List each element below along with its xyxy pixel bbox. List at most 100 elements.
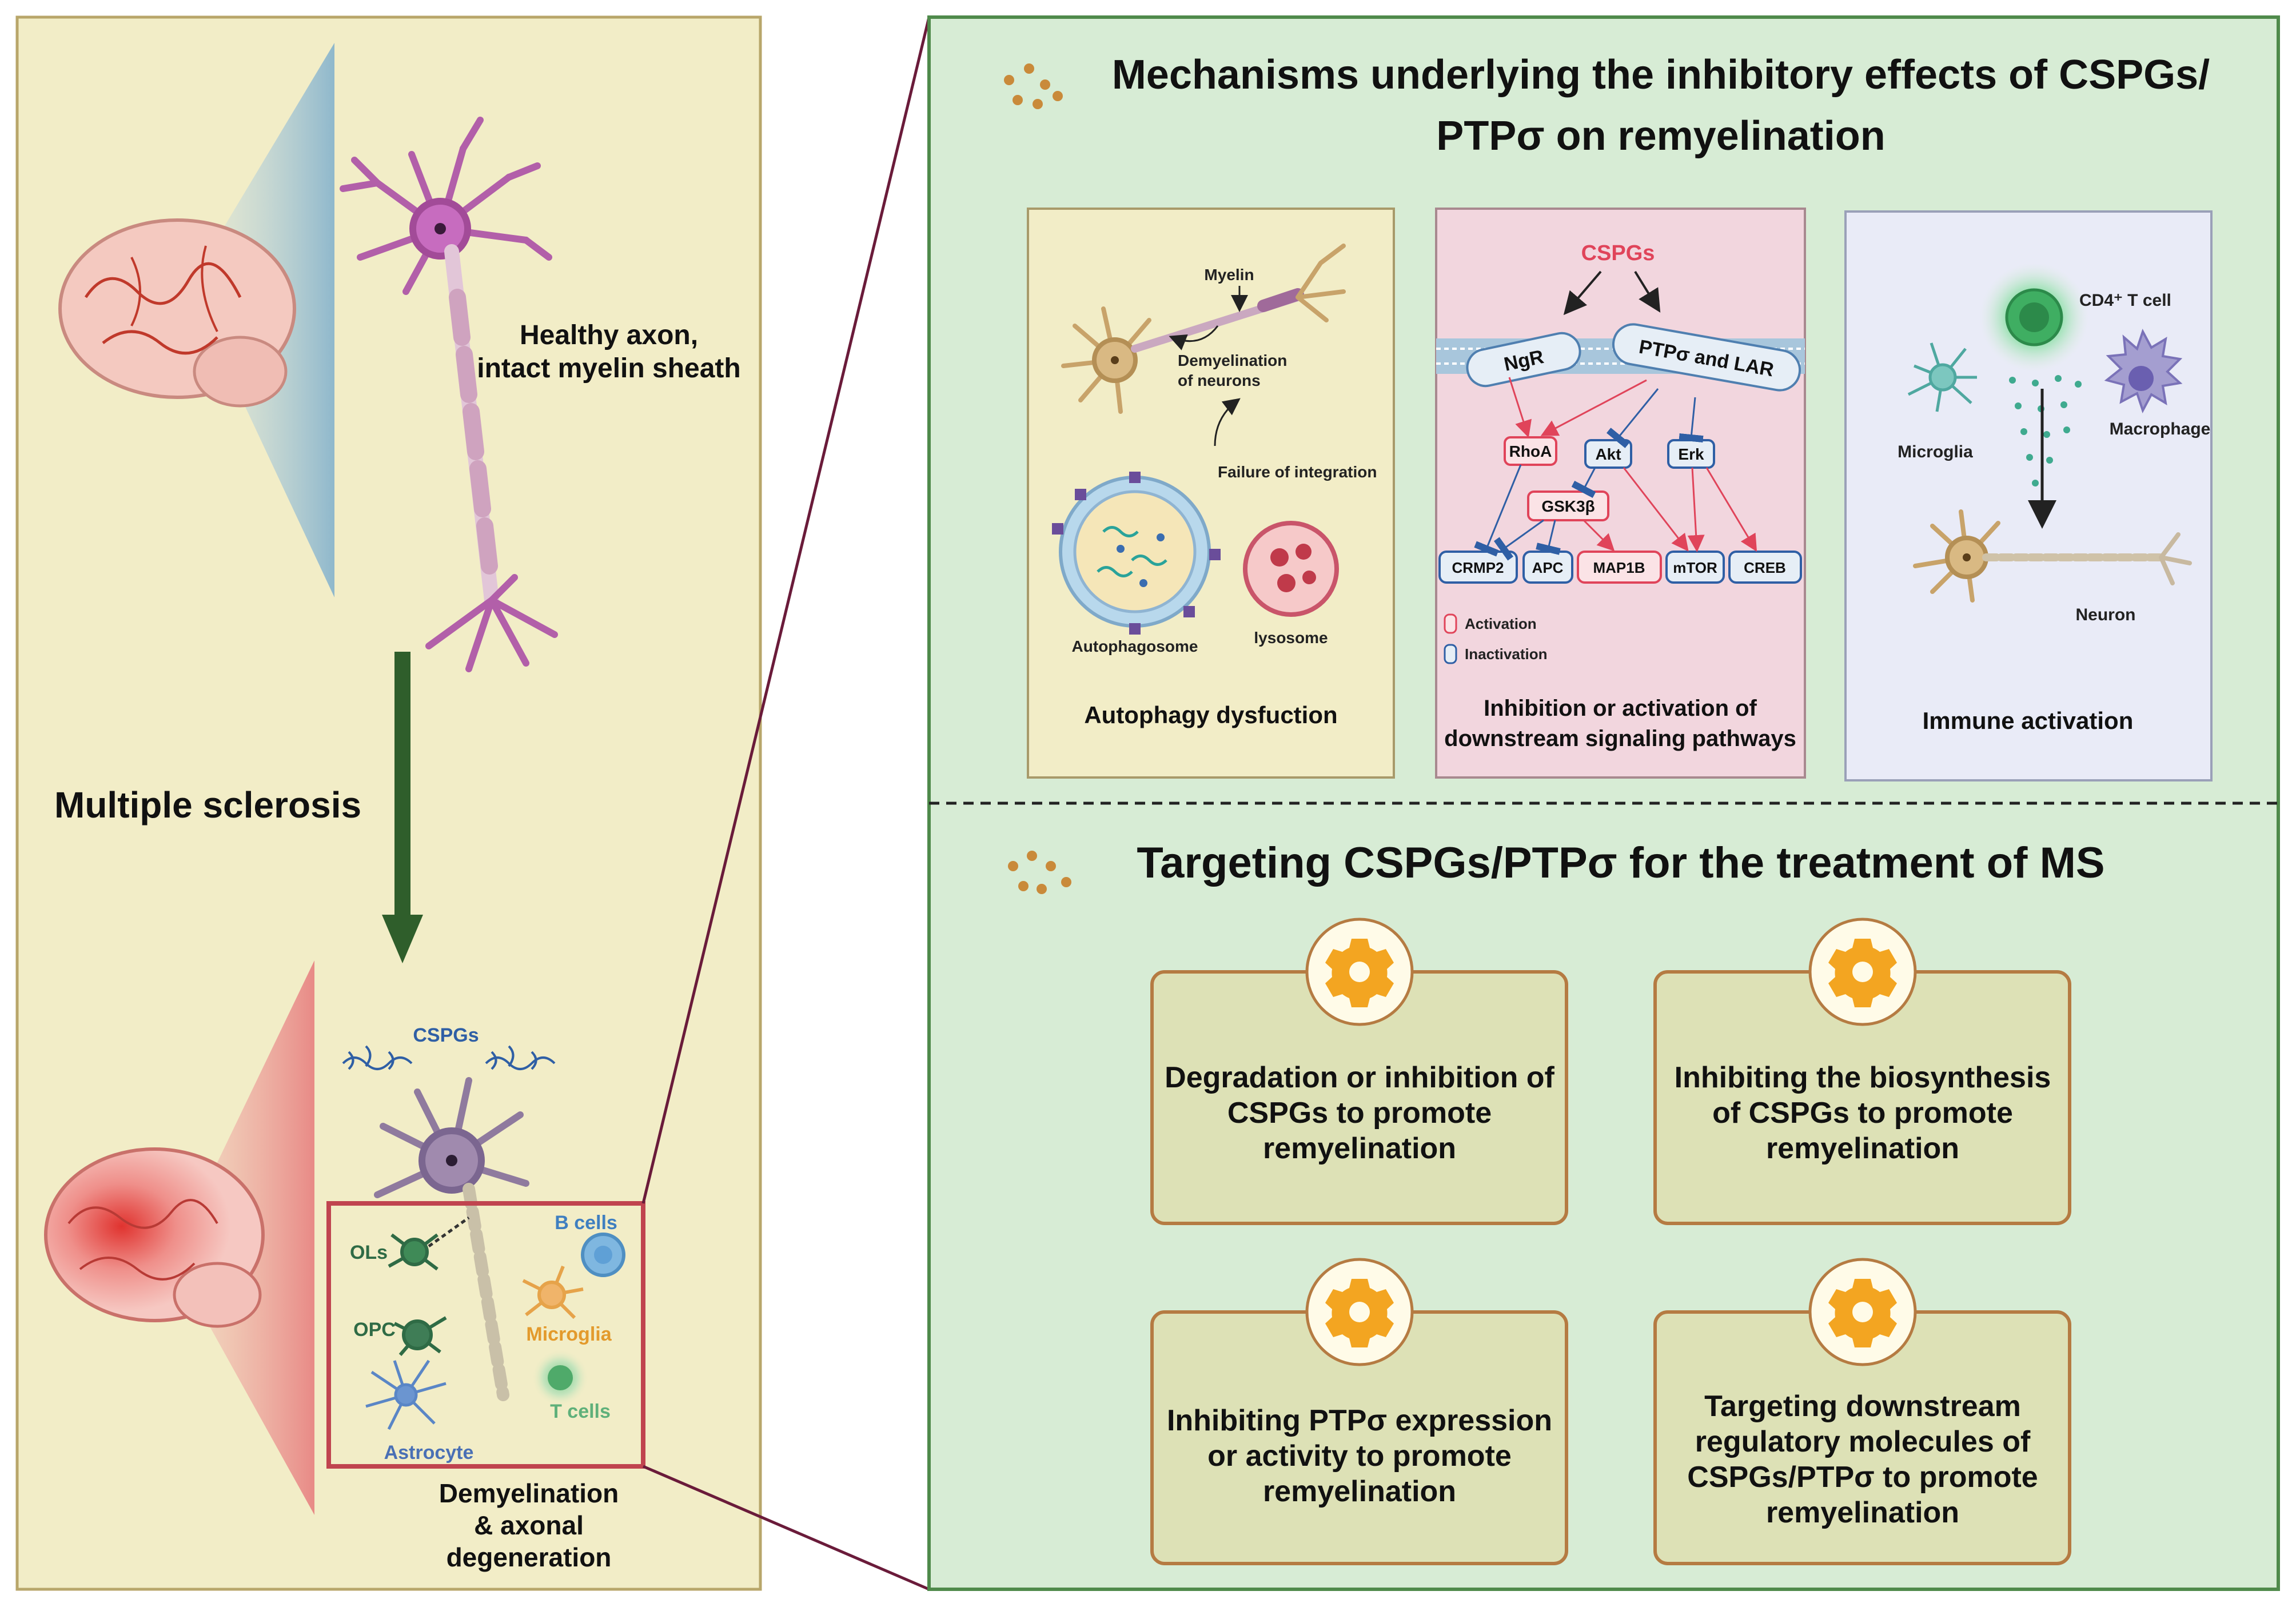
failure-arrow bbox=[1214, 398, 1241, 446]
gsk3b-label: GSK3β bbox=[1541, 497, 1595, 515]
card4-line2: regulatory molecules of bbox=[1695, 1425, 2031, 1458]
zoom-line-top bbox=[641, 17, 931, 1204]
outcome-label-line3: degeneration bbox=[447, 1542, 612, 1572]
myelin-label: Myelin bbox=[1204, 266, 1254, 284]
card4-line4: remyelination bbox=[1766, 1496, 1959, 1529]
treatment-card-3: Inhibiting PTPσ expression or activity t… bbox=[1150, 1258, 1568, 1565]
lysosome-label: lysosome bbox=[1254, 629, 1328, 647]
card3-line2: or activity to promote bbox=[1207, 1439, 1512, 1473]
immune-caption: Immune activation bbox=[1923, 707, 2134, 734]
treatment-card-4: Targeting downstream regulatory molecule… bbox=[1653, 1258, 2071, 1565]
mtor-label: mTOR bbox=[1673, 559, 1717, 576]
card4-line1: Targeting downstream bbox=[1704, 1390, 2021, 1423]
healthy-neuron-icon bbox=[340, 117, 552, 295]
macrophage-icon bbox=[2104, 328, 2183, 414]
outcome-label-line2: & axonal bbox=[474, 1510, 584, 1540]
card3-line1: Inhibiting PTPσ expression bbox=[1167, 1404, 1552, 1437]
creb-label: CREB bbox=[1744, 559, 1786, 576]
demyelination-arrow bbox=[1169, 325, 1219, 350]
card3-line3: remyelination bbox=[1263, 1475, 1456, 1508]
cspgs-molecules-icon bbox=[342, 1045, 556, 1070]
microglia-immune-icon bbox=[1907, 342, 1977, 412]
signaling-edges bbox=[1474, 377, 1757, 561]
card2-line3: remyelination bbox=[1766, 1132, 1959, 1165]
autophagosome-label: Autophagosome bbox=[1072, 637, 1198, 655]
microglia-immune-label: Microglia bbox=[1898, 442, 1973, 461]
akt-label: Akt bbox=[1595, 445, 1621, 463]
creb-node bbox=[1728, 551, 1802, 584]
mechanisms-title-line1: Mechanisms underlying the inhibitory eff… bbox=[1112, 52, 2210, 98]
legend-activation-label: Activation bbox=[1465, 615, 1537, 632]
healthy-brain-icon bbox=[58, 218, 296, 408]
ptp-lar-receptor bbox=[1612, 323, 1801, 392]
opc-cell-icon bbox=[393, 1316, 447, 1356]
microglia-left-label: Microglia bbox=[526, 1323, 612, 1345]
legend-inactivation-label: Inactivation bbox=[1465, 645, 1547, 663]
gsk3b-node bbox=[1527, 491, 1609, 521]
cspgs-label-signaling: CSPGs bbox=[1581, 241, 1655, 265]
neuron-immune-icon bbox=[1913, 509, 2192, 603]
opc-label: OPC bbox=[353, 1319, 396, 1341]
card1-line3: remyelination bbox=[1263, 1132, 1456, 1165]
ngr-receptor bbox=[1466, 332, 1581, 388]
autophagy-neuron-icon bbox=[1061, 244, 1346, 414]
demyelination-label-line1: Demyelination bbox=[1178, 352, 1287, 369]
microglia-left-icon bbox=[522, 1265, 584, 1319]
ms-brain-icon bbox=[44, 1147, 265, 1328]
legend-inactivation-swatch bbox=[1444, 644, 1457, 664]
card2-line2: of CSPGs to promote bbox=[1712, 1096, 2013, 1130]
demyelination-label-line2: of neurons bbox=[1178, 372, 1261, 389]
map1b-node bbox=[1577, 551, 1662, 584]
ols-cell-icon bbox=[388, 1216, 470, 1271]
card4-line3: CSPGs/PTPσ to promote bbox=[1687, 1461, 2038, 1494]
macrophage-label: Macrophage bbox=[2110, 420, 2211, 438]
t-cells-left-icon bbox=[532, 1349, 589, 1406]
treatment-card-2: Inhibiting the biosynthesis of CSPGs to … bbox=[1653, 918, 2071, 1225]
healthy-label-line1: Healthy axon, bbox=[520, 320, 698, 350]
cd4-label: CD4⁺ T cell bbox=[2079, 291, 2171, 310]
lysosome-icon bbox=[1243, 521, 1339, 617]
rhoa-label: RhoA bbox=[1509, 442, 1552, 460]
map1b-label: MAP1B bbox=[1593, 559, 1645, 576]
targeting-dots-icon bbox=[1008, 851, 1071, 894]
cd4-t-cell-icon bbox=[1980, 263, 2088, 372]
cspgs-label-left: CSPGs bbox=[413, 1024, 479, 1046]
cspgs-arrow-ngr bbox=[1563, 270, 1602, 316]
inset-box bbox=[326, 1201, 645, 1469]
signaling-caption-line2: downstream signaling pathways bbox=[1444, 726, 1796, 751]
autophagosome-icon bbox=[1052, 472, 1221, 635]
card1-line1: Degradation or inhibition of bbox=[1165, 1061, 1554, 1094]
ols-label: OLs bbox=[350, 1242, 388, 1263]
cspgs-arrow-ptp bbox=[1634, 270, 1661, 313]
mechanisms-title-line2: PTPσ on remyelination bbox=[1436, 113, 1885, 159]
failure-label: Failure of integration bbox=[1218, 463, 1377, 481]
disease-label: Multiple sclerosis bbox=[54, 784, 361, 826]
title-dots-icon bbox=[1004, 63, 1063, 109]
progression-arrow bbox=[382, 652, 423, 963]
card2-line1: Inhibiting the biosynthesis bbox=[1675, 1061, 2051, 1094]
t-cells-left-label: T cells bbox=[550, 1401, 611, 1422]
cytokine-dots-icon bbox=[2009, 375, 2082, 487]
targeting-title: Targeting CSPGs/PTPσ for the treatment o… bbox=[1137, 839, 2104, 887]
zoom-line-bottom bbox=[643, 1465, 930, 1591]
diseased-neuron-icon bbox=[374, 1077, 529, 1198]
signaling-caption-line1: Inhibition or activation of bbox=[1484, 696, 1757, 721]
astrocyte-icon bbox=[365, 1359, 447, 1430]
healthy-axon-icon bbox=[425, 244, 558, 672]
astrocyte-label: Astrocyte bbox=[384, 1442, 474, 1464]
signaling-box bbox=[1435, 208, 1806, 779]
legend-activation-swatch bbox=[1444, 613, 1457, 634]
crmp2-label: CRMP2 bbox=[1452, 559, 1504, 576]
treatment-card-1: Degradation or inhibition of CSPGs to pr… bbox=[1150, 918, 1568, 1225]
b-cells-icon bbox=[581, 1233, 625, 1277]
healthy-label-line2: intact myelin sheath bbox=[477, 353, 740, 384]
b-cells-label: B cells bbox=[555, 1212, 617, 1234]
card1-line2: CSPGs to promote bbox=[1227, 1096, 1492, 1130]
autophagy-caption: Autophagy dysfuction bbox=[1084, 701, 1337, 728]
erk-label: Erk bbox=[1678, 445, 1704, 463]
diseased-axon-icon bbox=[463, 1183, 509, 1401]
outcome-label-line1: Demyelination bbox=[439, 1478, 619, 1508]
apc-label: APC bbox=[1532, 559, 1564, 576]
